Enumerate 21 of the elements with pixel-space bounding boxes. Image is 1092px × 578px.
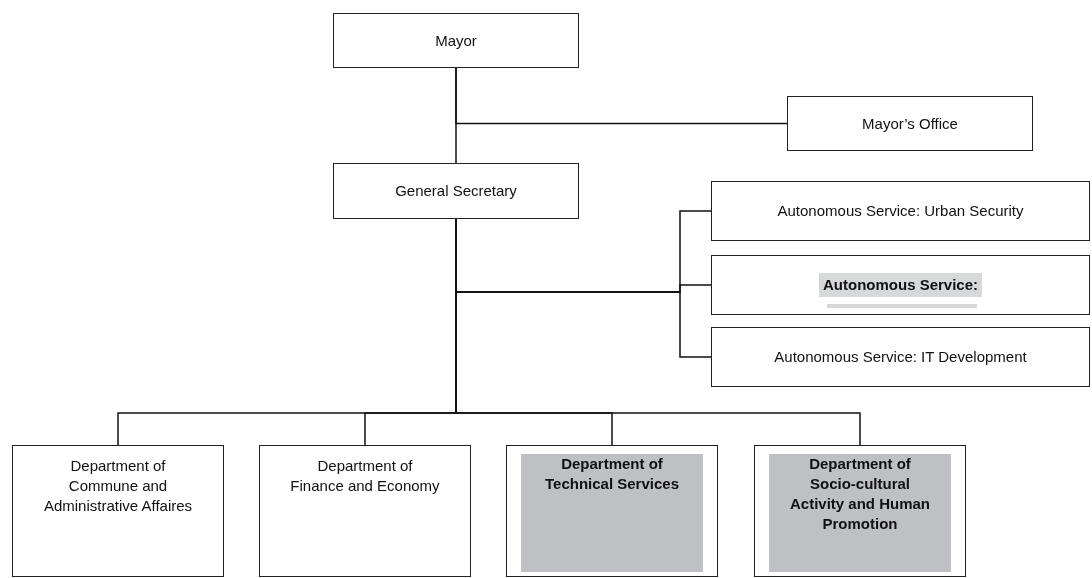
department-box — [259, 445, 471, 577]
department-name: Department of Socio-cultural Activity and Human Promotion — [789, 454, 931, 534]
org-box — [711, 181, 1090, 241]
connector-line — [455, 67, 457, 164]
unit-name: Autonomous Service: IT Development — [774, 347, 1027, 367]
department-box — [754, 445, 966, 577]
department-name: Department of Commune and Administrative Affaires — [43, 456, 193, 516]
department-box — [506, 445, 718, 577]
org-box — [787, 96, 1033, 151]
unit-name: Mayor’s Office — [862, 113, 958, 134]
org-box — [333, 13, 579, 68]
unit-name: Autonomous Service: Urban Security — [777, 201, 1024, 221]
unit-name: General Secretary — [395, 181, 517, 201]
unit-name: Mayor — [435, 30, 477, 51]
unit-name: Autonomous Service: — [819, 273, 982, 297]
department-name: Department of Finance and Economy — [290, 456, 440, 496]
org-box — [333, 163, 579, 219]
org-box — [711, 255, 1090, 315]
department-box — [12, 445, 224, 577]
department-name: Department of Technical Services — [544, 454, 680, 494]
org-box — [711, 327, 1090, 387]
